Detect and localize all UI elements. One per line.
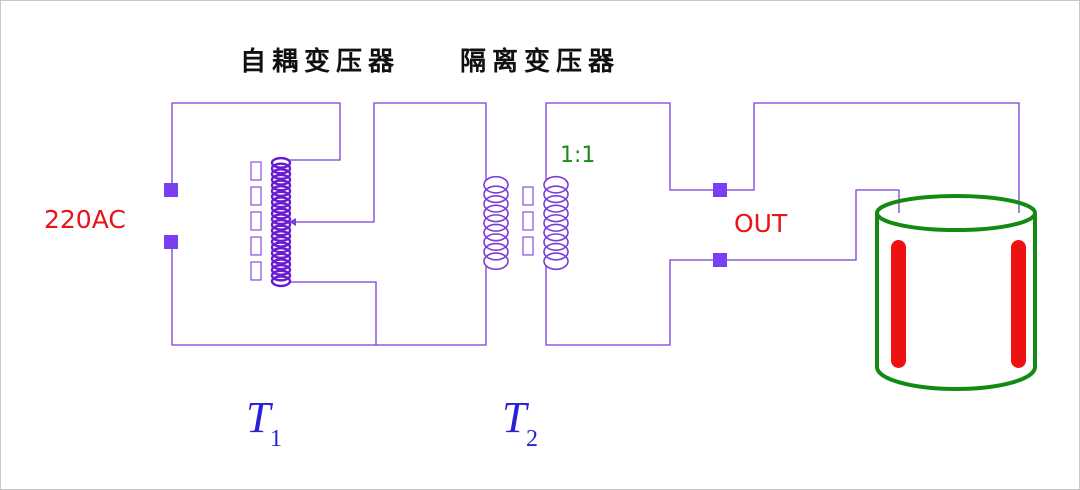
t1-wiper-arrow	[289, 218, 296, 226]
t2-secondary-winding	[543, 175, 569, 271]
coil-loop	[483, 204, 509, 223]
coil-loop	[543, 214, 569, 232]
wire-t2-secondary-bottom	[545, 259, 720, 346]
coil-loop	[270, 230, 292, 243]
output-terminal-top	[713, 183, 727, 197]
coil-loop	[270, 185, 292, 197]
wire-t2-primary-bottom	[376, 266, 487, 346]
coil-loop	[270, 241, 292, 254]
wire-t1-bottom	[289, 281, 377, 345]
coil-loop	[270, 162, 292, 175]
coil-loop	[483, 252, 509, 271]
wire-t2-secondary-top	[545, 102, 720, 191]
autotransformer-label: 自耦变压器	[240, 46, 400, 77]
coil-loop	[270, 207, 292, 220]
coil-loop	[270, 258, 292, 271]
t1-designator: T 1	[246, 393, 282, 452]
coil-loop	[270, 201, 292, 214]
coil-loop	[270, 218, 292, 231]
coil-loop	[270, 263, 292, 276]
coil-loop	[270, 269, 292, 282]
coil-loop	[543, 252, 569, 271]
output-terminal-bottom	[713, 253, 727, 267]
input-terminal-bottom	[164, 235, 178, 249]
wiring	[171, 102, 1020, 346]
vessel-body	[875, 213, 1037, 391]
coil-loop	[543, 242, 569, 261]
coil-loop	[270, 168, 292, 181]
t2-isolation-transformer	[483, 175, 569, 271]
coil-loop	[270, 235, 292, 248]
isolation-transformer-label: 隔离变压器	[460, 46, 620, 77]
t1-autotransformer	[250, 156, 299, 288]
coil-loop	[483, 194, 509, 213]
t1-core	[250, 161, 262, 281]
t1-winding	[270, 156, 292, 288]
coil-loop	[483, 223, 509, 242]
wire-output-to-left-electrode	[720, 189, 900, 261]
coil-loop	[483, 233, 509, 252]
input-voltage-label: 220AC	[44, 205, 126, 234]
coil-loop	[270, 190, 292, 203]
left-electrode	[891, 240, 906, 368]
t2-primary-winding	[483, 175, 509, 271]
coil-loop	[483, 242, 509, 261]
coil-loop	[543, 185, 569, 204]
wire-input-bottom	[171, 242, 376, 346]
wire-input-top	[171, 102, 341, 190]
coil-loop	[270, 179, 292, 192]
output-label: OUT	[734, 209, 788, 238]
coil-loop	[543, 233, 569, 252]
coil-loop	[270, 196, 292, 209]
coil-loop	[483, 175, 509, 194]
t2-letter: T	[502, 393, 530, 442]
coil-loop	[270, 173, 292, 186]
coil-loop	[270, 252, 292, 265]
coil-loop	[543, 204, 569, 223]
input-terminal-top	[164, 183, 178, 197]
t1-subscript: 1	[270, 426, 282, 452]
right-electrode	[1011, 240, 1026, 368]
vessel	[875, 194, 1037, 391]
terminals	[164, 183, 727, 267]
wire-wiper-to-t2	[299, 102, 487, 223]
vessel-rim	[875, 194, 1037, 232]
coil-loop	[543, 223, 569, 242]
wire-output-to-right-electrode	[720, 102, 1020, 250]
t2-core	[522, 186, 534, 256]
coil-loop	[270, 213, 292, 226]
coil-loop	[483, 214, 509, 232]
coil-loop	[543, 175, 569, 194]
coil-loop	[270, 275, 292, 288]
coil-loop	[483, 185, 509, 204]
t2-subscript: 2	[526, 426, 538, 452]
coil-loop	[543, 194, 569, 213]
t1-letter: T	[246, 393, 274, 442]
coil-loop	[270, 156, 292, 169]
coil-loop	[270, 247, 292, 259]
turns-ratio-label: 1:1	[560, 143, 595, 168]
t2-designator: T 2	[502, 393, 538, 452]
coil-loop	[270, 224, 292, 237]
